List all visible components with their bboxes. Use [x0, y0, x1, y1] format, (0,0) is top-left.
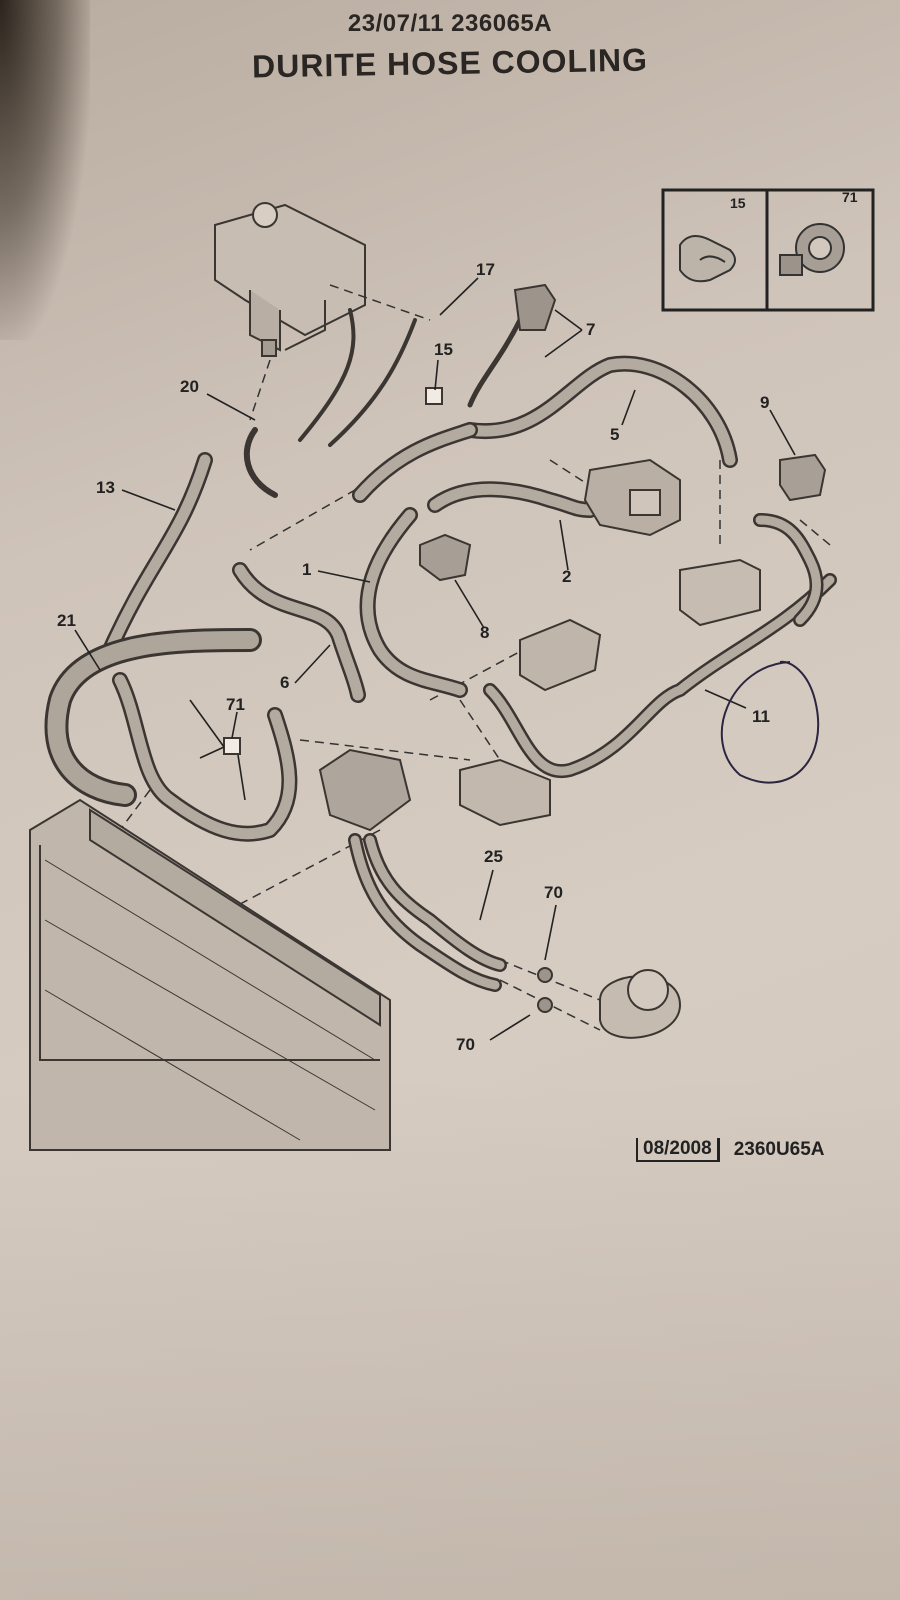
inset-clip-15 — [679, 235, 736, 283]
inset-box: 15 71 — [661, 188, 875, 312]
pen-circle-annotation — [720, 660, 820, 784]
callout-leaders — [74, 277, 796, 1041]
callout-71: 71 — [226, 695, 245, 714]
clip-71-marker — [223, 737, 241, 755]
callout-7: 7 — [586, 320, 595, 339]
valve-9 — [779, 453, 827, 502]
callout-5: 5 — [610, 425, 619, 444]
callout-70-top: 70 — [544, 883, 563, 902]
inset-clamp-71 — [779, 223, 845, 276]
callout-15: 15 — [434, 340, 453, 359]
footer-reference: 2360U65A — [733, 1139, 825, 1160]
bracket-8 — [419, 533, 472, 582]
paper-shadow — [0, 1080, 900, 1600]
callout-6: 6 — [280, 673, 289, 692]
egr-valve — [519, 618, 602, 692]
hose-25a — [363, 833, 507, 972]
callout-numbers: 17 7 15 20 5 9 13 1 2 21 8 6 71 11 25 70… — [57, 260, 770, 1054]
hose-20 — [243, 427, 278, 498]
components — [223, 283, 827, 1039]
callout-2: 2 — [562, 567, 571, 586]
callout-9: 9 — [760, 393, 769, 412]
inset-label-71: 71 — [842, 189, 858, 205]
callout-20: 20 — [180, 377, 199, 396]
callout-70-bottom: 70 — [456, 1035, 475, 1054]
hose-7 — [467, 317, 523, 408]
coolant-pump — [318, 748, 412, 832]
callout-11: 11 — [752, 707, 770, 726]
bleed-screw-7 — [513, 283, 557, 331]
footer-date: 08/2008 — [636, 1138, 720, 1162]
footer: 08/2008 2360U65A — [636, 1138, 825, 1162]
radiator — [29, 798, 391, 1151]
callout-25: 25 — [484, 847, 503, 866]
diagram-reference: 23/07/11 236065A — [347, 10, 553, 37]
photo-shadow — [0, 0, 90, 340]
inset-label-15: 15 — [730, 195, 746, 211]
hose-17 — [298, 308, 356, 442]
hoses — [44, 308, 837, 992]
pump-unit — [459, 758, 551, 827]
heater-unit — [679, 558, 761, 627]
callout-17: 17 — [476, 260, 495, 279]
clip-15-marker — [425, 387, 443, 405]
callout-13: 13 — [96, 478, 115, 497]
expansion-tank — [214, 202, 366, 357]
callout-21: 21 — [57, 611, 76, 630]
hose-5 — [462, 355, 738, 468]
callout-8: 8 — [480, 623, 489, 642]
callout-1: 1 — [302, 560, 311, 579]
